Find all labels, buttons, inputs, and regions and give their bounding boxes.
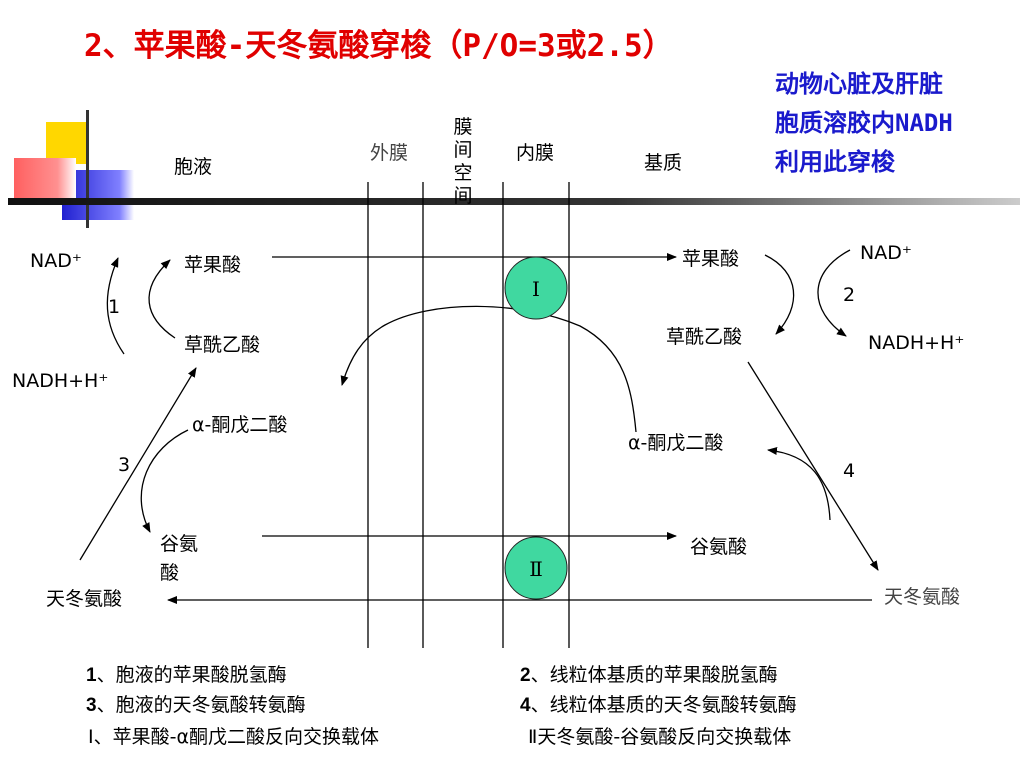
legend-num-3: 3 [86, 695, 97, 716]
legend-item-6: Ⅱ天冬氨酸-谷氨酸反向交换载体 [528, 726, 792, 748]
cytosol-oxaloacetate: 草酰乙酸 [184, 334, 261, 356]
matrix-malate: 苹果酸 [682, 248, 740, 270]
slide-title: 2、苹果酸-天冬氨酸穿梭（P/O=3或2.5） [84, 28, 674, 64]
note-line-2: 胞质溶胶内NADH [775, 109, 953, 137]
matrix-step-2: 2 [843, 284, 856, 306]
carrier-1 [504, 256, 568, 320]
matrix-mdh-arc-right [817, 249, 851, 337]
legend-num-1: 1 [86, 665, 97, 686]
cytosol-alpha-ketoglutarate: α-酮戊二酸 [192, 414, 288, 436]
carrier-2-label: Ⅱ [529, 557, 543, 581]
cytosol-mdh-arc-left [106, 257, 125, 355]
cytosol-mdh-arc-right [148, 259, 176, 339]
cytosol-ast-arc [140, 429, 189, 533]
cytosol-ast-line [79, 367, 197, 561]
deco-yellow-square [46, 122, 88, 164]
deco-red-square [14, 158, 76, 204]
cytosol-nad-plus: NAD⁺ [30, 250, 82, 272]
cytosol-malate: 苹果酸 [184, 254, 242, 276]
matrix-ast-arc [767, 447, 831, 521]
carrier-2 [504, 536, 568, 600]
matrix-mdh-arc-left [764, 254, 795, 335]
matrix-oxaloacetate: 草酰乙酸 [666, 326, 743, 348]
legend-item-3: 3、胞液的天冬氨酸转氨酶 [86, 690, 306, 717]
region-outer-membrane: 外膜 [370, 142, 409, 164]
legend-num-2: 2 [520, 665, 531, 686]
legend-num-4: 4 [520, 695, 531, 716]
alpha-kg-transport-arc [340, 305, 637, 433]
region-inner-membrane: 内膜 [516, 142, 555, 164]
matrix-alpha-ketoglutarate: α-酮戊二酸 [628, 432, 724, 454]
region-cytosol: 胞液 [174, 156, 213, 178]
cytosol-glutamate: 谷氨酸 [160, 533, 199, 584]
cytosol-aspartate: 天冬氨酸 [46, 588, 123, 610]
cytosol-nadh: NADH+H⁺ [12, 370, 109, 392]
note-line-3: 利用此穿梭 [775, 148, 895, 176]
matrix-ast-line [747, 361, 879, 571]
matrix-step-4: 4 [843, 460, 856, 482]
matrix-nadh: NADH+H⁺ [868, 332, 965, 354]
deco-vertical-line [86, 110, 89, 228]
legend-text-1: 、胞液的苹果酸脱氢酶 [96, 664, 287, 686]
matrix-nad-plus: NAD⁺ [860, 242, 912, 264]
region-intermembrane-space: 膜间空间 [453, 116, 473, 207]
legend-text-2: 、线粒体基质的苹果酸脱氢酶 [530, 664, 778, 686]
note-line-1: 动物心脏及肝脏 [775, 70, 943, 98]
deco-horizontal-line [8, 198, 1020, 205]
carrier-1-label: Ⅰ [532, 277, 540, 301]
cytosol-step-1: 1 [108, 296, 121, 318]
matrix-glutamate: 谷氨酸 [690, 536, 748, 558]
legend-item-1: 1、胞液的苹果酸脱氢酶 [86, 660, 287, 687]
legend-item-5: Ⅰ、苹果酸-α酮戊二酸反向交换载体 [88, 726, 379, 748]
legend-item-2: 2、线粒体基质的苹果酸脱氢酶 [520, 660, 778, 687]
region-matrix: 基质 [644, 152, 683, 174]
legend-item-4: 4、线粒体基质的天冬氨酸转氨酶 [520, 690, 797, 717]
legend-text-3: 、胞液的天冬氨酸转氨酶 [96, 694, 306, 716]
legend-text-4: 、线粒体基质的天冬氨酸转氨酶 [530, 694, 797, 716]
matrix-aspartate: 天冬氨酸 [884, 586, 961, 608]
cytosol-step-3: 3 [118, 454, 131, 476]
